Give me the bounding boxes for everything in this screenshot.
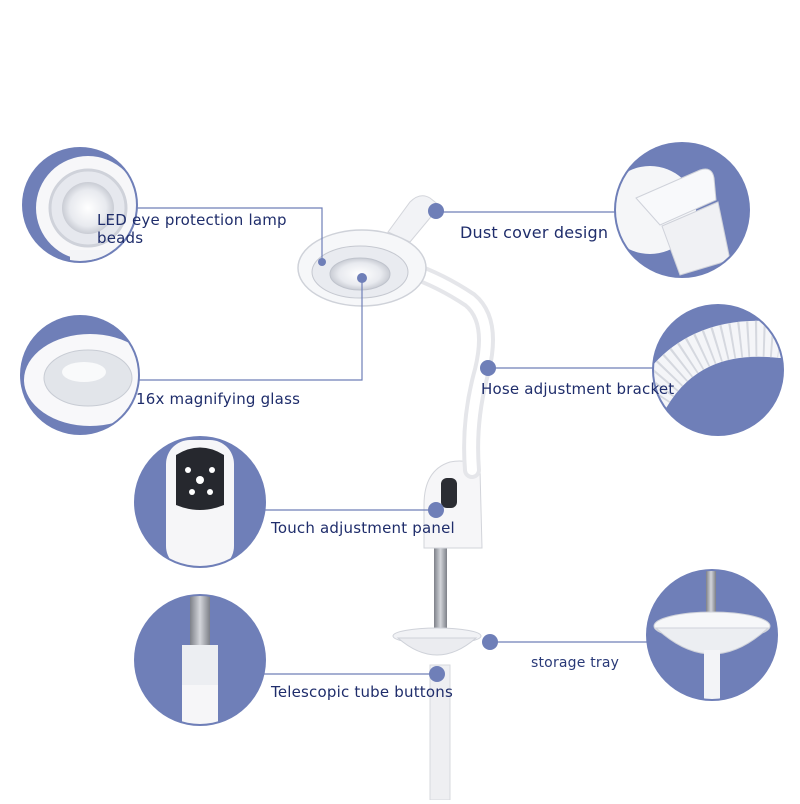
marker-lens-icon <box>357 273 367 283</box>
label-led-beads: LED eye protection lamp beads <box>97 211 287 247</box>
marker-touch-icon <box>428 502 444 518</box>
tray-bowl <box>396 637 478 656</box>
label-touch-panel: Touch adjustment panel <box>271 519 455 537</box>
label-hose-bracket: Hose adjustment bracket <box>481 380 675 398</box>
detail-tube-icon <box>134 594 266 726</box>
marker-tray-icon <box>482 634 498 650</box>
marker-led-icon <box>318 258 326 266</box>
gooseneck-highlight <box>405 265 491 475</box>
control-panel <box>441 478 457 508</box>
marker-hose-icon <box>480 360 496 376</box>
marker-dots <box>318 203 498 682</box>
detail-led-icon <box>22 147 138 263</box>
leader-lines <box>120 207 660 675</box>
detail-magnifier-icon <box>20 315 140 435</box>
label-storage-tray: storage tray <box>531 655 620 671</box>
detail-touch-panel-icon <box>134 436 266 568</box>
detail-dust-cover-icon <box>614 142 750 278</box>
marker-tube-icon <box>429 666 445 682</box>
detail-tray-icon <box>646 569 778 701</box>
marker-dust-icon <box>428 203 444 219</box>
telescopic-tube <box>434 548 447 633</box>
label-magnifying-glass: 16x magnifying glass <box>136 390 301 408</box>
label-telescopic-tube: Telescopic tube buttons <box>271 683 453 701</box>
detail-hose-icon <box>652 304 784 436</box>
label-dust-cover: Dust cover design <box>460 223 609 242</box>
